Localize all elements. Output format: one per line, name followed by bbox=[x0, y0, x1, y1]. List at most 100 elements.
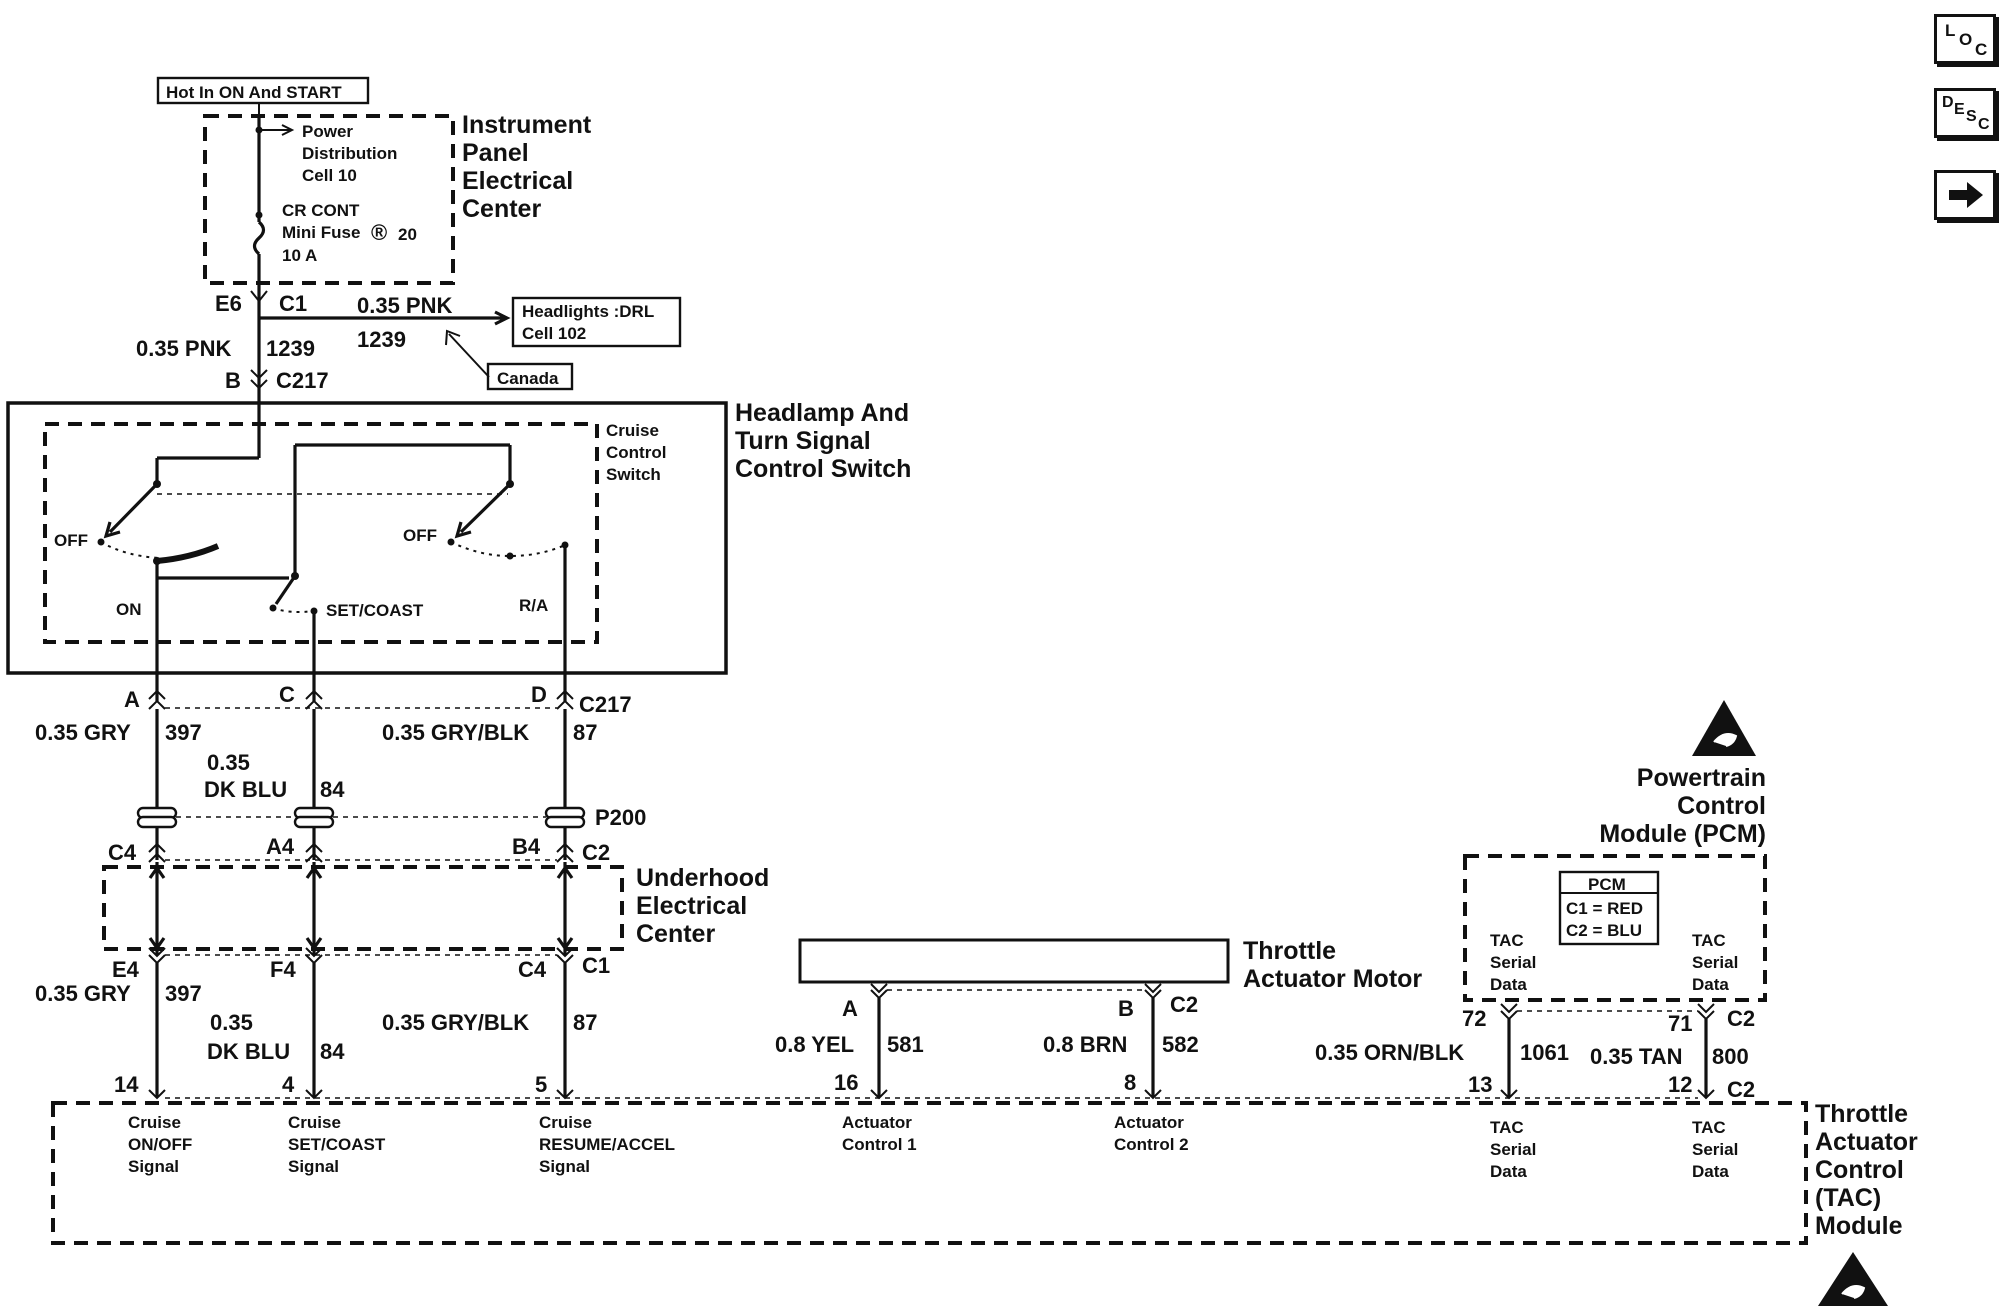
headlamp-switch-box bbox=[6, 401, 728, 675]
uhec-w87-number: 87 bbox=[573, 1010, 597, 1035]
tac-sig1-line1: Cruise bbox=[128, 1113, 181, 1132]
tac-sig7-line3: Data bbox=[1692, 1162, 1729, 1181]
headlights-drl-line2: Cell 102 bbox=[522, 324, 586, 343]
motor-c2: C2 bbox=[1170, 992, 1198, 1017]
tac-sig3-line1: Cruise bbox=[539, 1113, 592, 1132]
uhec-w87-color: 0.35 GRY/BLK bbox=[382, 1010, 529, 1035]
pcm-legend-c1: C1 = RED bbox=[1566, 899, 1643, 918]
switch-lever-left bbox=[103, 482, 159, 539]
conn-c217-top: C217 bbox=[276, 368, 329, 393]
desc-button[interactable]: D E S C bbox=[1934, 88, 1996, 138]
ipec-wire-number: 1239 bbox=[266, 336, 315, 361]
motor-pin-a: A bbox=[842, 996, 858, 1021]
uhec-box bbox=[102, 865, 624, 951]
tac-title-line4: (TAC) bbox=[1815, 1184, 1881, 1212]
on-contact-bar bbox=[156, 543, 220, 564]
c217-pin-c: C bbox=[279, 682, 295, 707]
c217-connector bbox=[148, 689, 574, 710]
conn-c1: C1 bbox=[279, 291, 307, 316]
pcm-w1061-number: 1061 bbox=[1520, 1040, 1569, 1065]
drl-wire-number: 1239 bbox=[357, 327, 406, 352]
uhec-w397-number: 397 bbox=[165, 981, 202, 1006]
uhec-w84-color-line2: DK BLU bbox=[207, 1039, 290, 1064]
fuse-line1: CR CONT bbox=[282, 201, 360, 220]
pcm-tac2-line2: Serial bbox=[1692, 953, 1738, 972]
pcm-tac1-line3: Data bbox=[1490, 975, 1527, 994]
uhec-f4: F4 bbox=[270, 957, 296, 982]
tac-esd-icon bbox=[1818, 1252, 1888, 1306]
fuse-line2: Mini Fuse bbox=[282, 223, 360, 242]
pcm-tac1-line1: TAC bbox=[1490, 931, 1524, 950]
uhec-c4b: C4 bbox=[518, 957, 547, 982]
c217-pin-d: D bbox=[531, 682, 547, 707]
fuse-line3: 10 A bbox=[282, 246, 317, 265]
headlamp-title-line1: Headlamp And bbox=[735, 399, 909, 427]
desc-letter-c: C bbox=[1978, 116, 1990, 133]
switch-lever-right bbox=[454, 482, 512, 539]
uhec-b4: B4 bbox=[512, 834, 541, 859]
pdc-line1: Power bbox=[302, 122, 353, 141]
switch-set-coast: SET/COAST bbox=[326, 601, 424, 620]
switch-ra: R/A bbox=[519, 596, 548, 615]
headlamp-title-line3: Control Switch bbox=[735, 455, 911, 483]
motor-w582-color: 0.8 BRN bbox=[1043, 1032, 1127, 1057]
drl-wire-color: 0.35 PNK bbox=[357, 293, 452, 318]
tac-pin-13: 13 bbox=[1468, 1072, 1492, 1097]
hot-in-label-box: Hot In ON And START bbox=[156, 76, 370, 105]
pcm-esd-icon bbox=[1692, 700, 1756, 756]
headlights-drl-line1: Headlights :DRL bbox=[522, 302, 654, 321]
cruise-switch-line3: Switch bbox=[606, 465, 661, 484]
tac-sig5-line1: Actuator bbox=[1114, 1113, 1184, 1132]
tac-sig6-line1: TAC bbox=[1490, 1118, 1524, 1137]
tac-connector bbox=[148, 1089, 1715, 1100]
motor-w581-color: 0.8 YEL bbox=[775, 1032, 854, 1057]
cruise-switch-box bbox=[43, 422, 599, 644]
pcm-title-line1: Powertrain bbox=[1637, 764, 1766, 792]
headlights-drl-box bbox=[511, 296, 682, 348]
pcm-connector-legend bbox=[1558, 870, 1660, 946]
pcm-tac1-line2: Serial bbox=[1490, 953, 1536, 972]
fuse-number: 20 bbox=[398, 225, 417, 244]
tac-pin-4: 4 bbox=[282, 1072, 295, 1097]
conn-b: B bbox=[225, 368, 241, 393]
desc-letter-e: E bbox=[1954, 101, 1965, 118]
tac-sig3-line2: RESUME/ACCEL bbox=[539, 1135, 675, 1154]
c217-w84-color-line1: 0.35 bbox=[207, 750, 250, 775]
loc-button[interactable]: L O C bbox=[1934, 14, 1996, 64]
desc-letter-s: S bbox=[1966, 108, 1977, 125]
tac-sig4-line2: Control 1 bbox=[842, 1135, 917, 1154]
pcm-w1061-color: 0.35 ORN/BLK bbox=[1315, 1040, 1464, 1065]
tac-sig6-line3: Data bbox=[1490, 1162, 1527, 1181]
pcm-tac2-line1: TAC bbox=[1692, 931, 1726, 950]
pcm-tac2-line3: Data bbox=[1692, 975, 1729, 994]
tac-c2: C2 bbox=[1727, 1077, 1755, 1102]
next-page-button[interactable] bbox=[1934, 170, 1996, 220]
tac-pin-5: 5 bbox=[535, 1072, 547, 1097]
tac-sig7-line1: TAC bbox=[1692, 1118, 1726, 1137]
tac-sig1-line3: Signal bbox=[128, 1157, 179, 1176]
uhec-e4: E4 bbox=[112, 957, 140, 982]
pcm-w800-color: 0.35 TAN bbox=[1590, 1044, 1683, 1069]
tac-sig2-line3: Signal bbox=[288, 1157, 339, 1176]
desc-letter-d: D bbox=[1942, 94, 1954, 111]
c217-w84-color-line2: DK BLU bbox=[204, 777, 287, 802]
uhec-w397-color: 0.35 GRY bbox=[35, 981, 131, 1006]
uhec-w84-color-line1: 0.35 bbox=[210, 1010, 253, 1035]
c217-pin-a: A bbox=[124, 687, 140, 712]
pcm-w800-number: 800 bbox=[1712, 1044, 1749, 1069]
throttle-motor-title-line2: Actuator Motor bbox=[1243, 965, 1422, 993]
pcm-legend-c2: C2 = BLU bbox=[1566, 921, 1642, 940]
switch-off-right: OFF bbox=[403, 526, 437, 545]
pcm-title-line2: Control bbox=[1677, 792, 1766, 820]
c217-w87-color: 0.35 GRY/BLK bbox=[382, 720, 529, 745]
pdc-line3: Cell 10 bbox=[302, 166, 357, 185]
c217-w87-number: 87 bbox=[573, 720, 597, 745]
tac-sig2-line2: SET/COAST bbox=[288, 1135, 386, 1154]
canada-label: Canada bbox=[497, 369, 559, 388]
ipec-title-line2: Panel bbox=[462, 139, 529, 167]
switch-off-left: OFF bbox=[54, 531, 88, 550]
ipec-title-line3: Electrical bbox=[462, 167, 573, 195]
pcm-title-line3: Module (PCM) bbox=[1599, 820, 1766, 848]
canada-pointer-arrow bbox=[445, 329, 490, 378]
tac-title-line2: Actuator bbox=[1815, 1128, 1918, 1156]
